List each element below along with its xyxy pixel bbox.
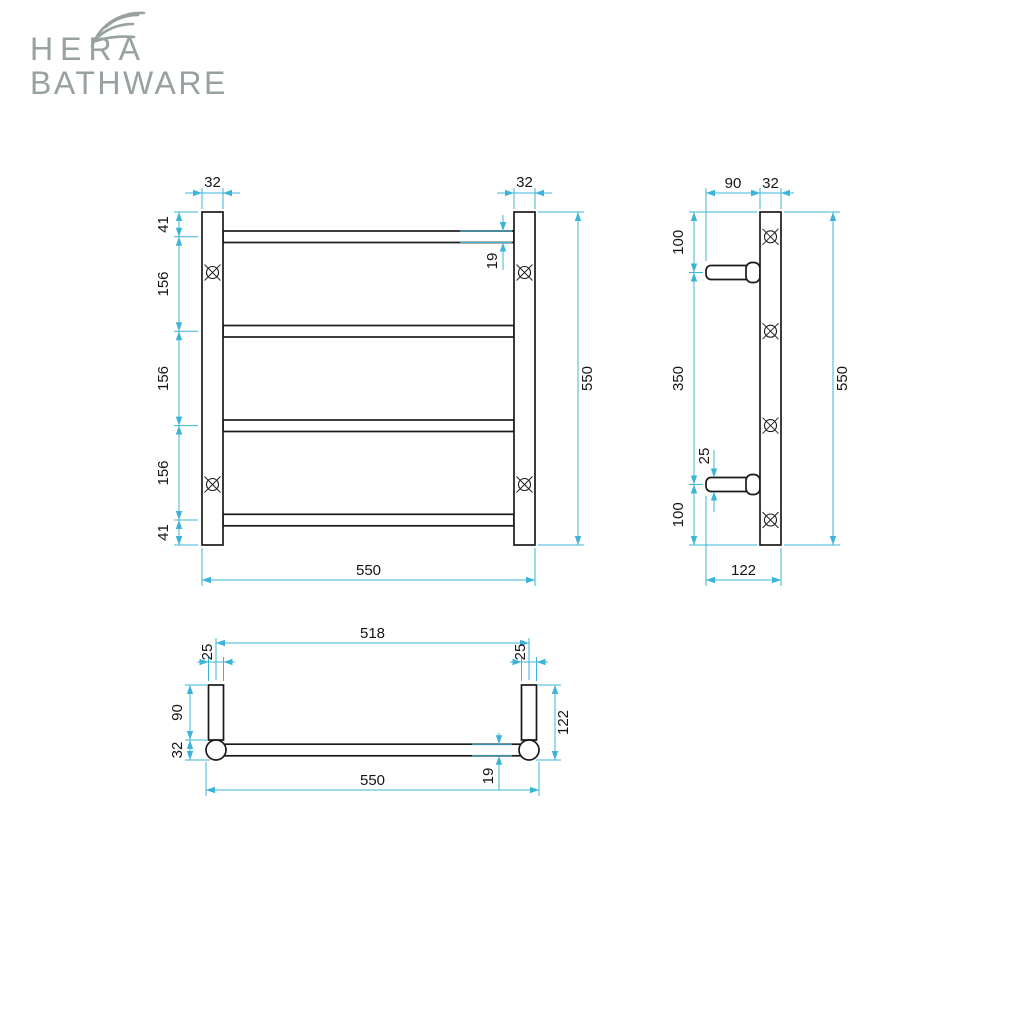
mount-hole-icon — [203, 475, 222, 494]
dim-label: 25 — [512, 644, 529, 661]
dim-label: 90 — [169, 704, 186, 721]
brand-line1: HERA — [30, 31, 147, 67]
side-bracket-lower — [705, 476, 753, 493]
side-bracket-upper-boss — [745, 261, 761, 284]
dim-label: 41 — [155, 524, 172, 541]
rail-end-icon — [761, 417, 780, 435]
dim-label: 41 — [155, 216, 172, 233]
top-right-post-section — [518, 739, 540, 761]
dim-label: 550 — [834, 366, 851, 391]
dim-side-bracket-thickness: 25 — [696, 448, 718, 512]
dim-front-post-left: 32 — [185, 174, 240, 209]
dim-label: 122 — [731, 562, 756, 579]
dim-top-width: 550 — [205, 762, 540, 796]
side-view: 90 32 100 350 100 — [670, 175, 851, 586]
top-rail — [219, 743, 526, 757]
side-bracket-lower-boss — [745, 473, 761, 496]
top-left-post-section — [205, 739, 227, 761]
dim-label: 518 — [360, 625, 385, 642]
dim-top-centres: 518 — [215, 625, 530, 680]
dim-label: 32 — [169, 742, 186, 759]
mount-hole-icon — [515, 475, 534, 494]
brand-logo: HERA BATHWARE — [30, 11, 228, 101]
dim-top-rail-diameter: 19 — [472, 733, 512, 790]
dim-front-left-chain: 41 156 156 156 41 — [155, 211, 198, 546]
dim-top-post-left: 25 — [197, 644, 235, 681]
dim-label: 90 — [725, 175, 742, 192]
front-view: 32 32 41 156 156 — [155, 174, 596, 586]
dim-front-width: 550 — [201, 548, 536, 586]
dim-label: 550 — [356, 562, 381, 579]
dim-label: 19 — [484, 253, 501, 270]
dim-front-rail-thickness: 19 — [460, 215, 512, 270]
dim-side-depth: 122 — [705, 496, 782, 586]
dim-label: 25 — [199, 644, 216, 661]
front-rail-1 — [222, 230, 515, 244]
dim-label: 100 — [670, 230, 687, 255]
leaf-icon — [90, 11, 146, 48]
front-left-post — [201, 211, 224, 546]
dim-label: 100 — [670, 502, 687, 527]
mount-hole-icon — [515, 263, 534, 282]
dim-label: 550 — [360, 772, 385, 789]
dim-label: 350 — [670, 366, 687, 391]
top-view: 518 25 25 90 — [169, 625, 572, 796]
dim-label: 156 — [155, 366, 172, 391]
rail-end-icon — [761, 511, 780, 529]
front-rail-2 — [222, 324, 515, 338]
side-bracket-upper — [705, 264, 753, 281]
dim-label: 25 — [696, 448, 713, 465]
dim-label: 122 — [555, 710, 572, 735]
front-right-post — [513, 211, 536, 546]
dim-side-post-width: 32 — [751, 175, 794, 209]
dim-label: 156 — [155, 460, 172, 485]
dim-top-depth: 122 — [536, 684, 572, 761]
dim-label: 19 — [480, 768, 497, 785]
dim-label: 32 — [204, 174, 221, 191]
top-right-bracket — [520, 684, 538, 741]
dim-side-height: 550 — [784, 211, 851, 546]
brand-line2: BATHWARE — [30, 65, 228, 101]
front-rail-3 — [222, 419, 515, 433]
dim-label: 32 — [762, 175, 779, 192]
dim-label: 32 — [516, 174, 533, 191]
rail-end-icon — [761, 322, 780, 340]
dim-side-left-chain: 100 350 100 — [670, 211, 757, 546]
dim-top-left-chain: 90 32 — [169, 684, 210, 761]
side-post — [759, 211, 782, 546]
dim-top-post-right: 25 — [510, 644, 548, 681]
dim-label: 550 — [579, 366, 596, 391]
dim-front-height: 550 — [538, 211, 596, 546]
dim-front-post-right: 32 — [497, 174, 552, 209]
mount-hole-icon — [203, 263, 222, 282]
rail-end-icon — [761, 228, 780, 246]
top-left-bracket — [207, 684, 225, 741]
front-rail-4 — [222, 513, 515, 527]
dim-label: 156 — [155, 271, 172, 296]
